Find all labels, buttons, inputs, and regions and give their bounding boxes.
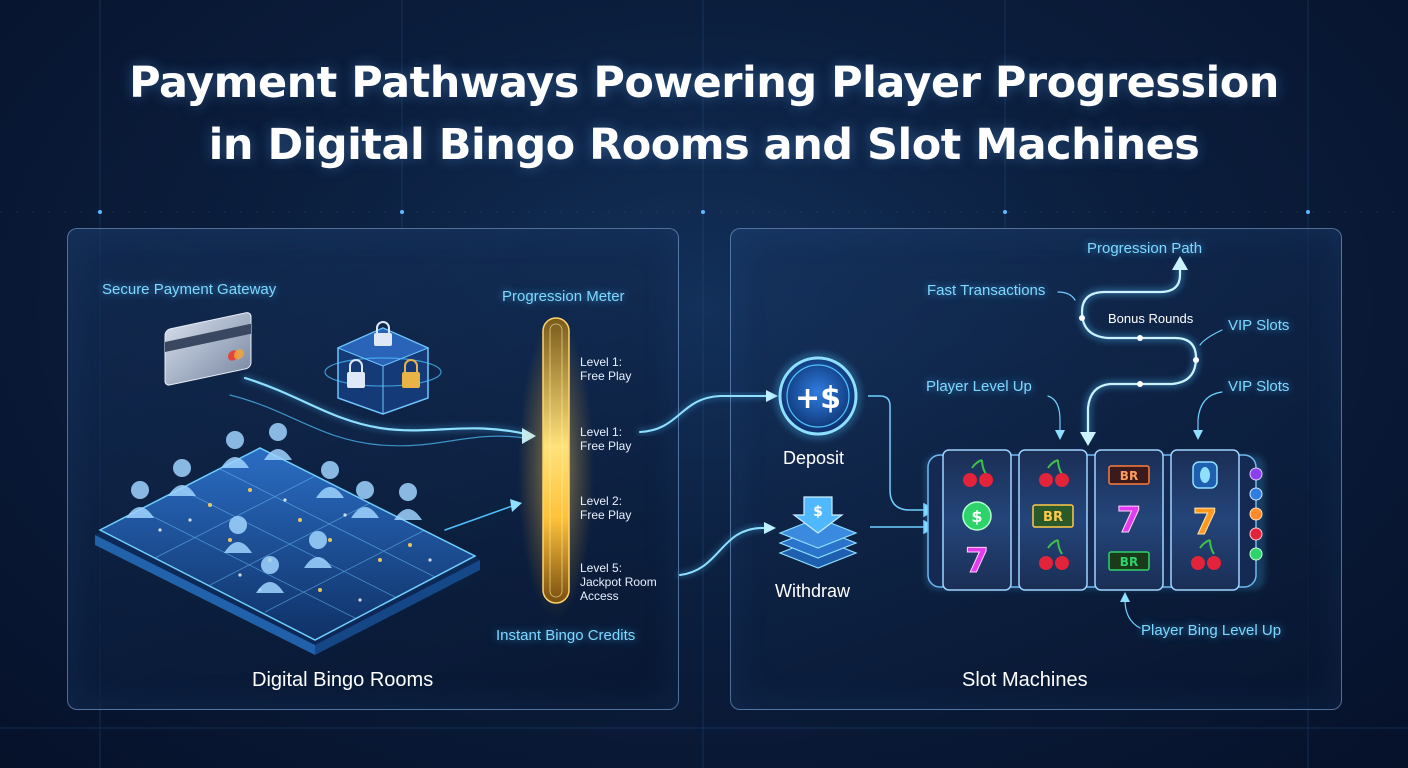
vip-slots-label-2: VIP Slots (1228, 378, 1290, 395)
svg-text:BR: BR (1043, 510, 1063, 525)
cherry-icon (963, 459, 993, 487)
secure-payment-gateway-label: Secure Payment Gateway (102, 281, 277, 298)
coin-plus-dollar-icon: +$ (774, 352, 862, 440)
svg-text:BR: BR (1120, 555, 1138, 569)
meter-level-1a: Level 1:Free Play (580, 355, 632, 383)
progression-path (1047, 256, 1223, 629)
title-line-1: Payment Pathways Powering Player Progres… (129, 58, 1279, 108)
svg-text:BR: BR (1120, 469, 1138, 483)
credit-card-icon (164, 312, 252, 386)
meter-level-1b: Level 1:Free Play (580, 425, 632, 453)
bar-icon: BR (1108, 465, 1150, 485)
bonus-rounds-label: Bonus Rounds (1108, 311, 1194, 326)
player-level-up-label: Player Level Up (926, 378, 1032, 395)
dollar-coin-icon: $ (962, 501, 992, 531)
vip-slots-label-1: VIP Slots (1228, 317, 1290, 334)
deposit-label: Deposit (783, 448, 845, 468)
padlock-cube-icon (324, 321, 442, 415)
progression-path-label: Progression Path (1087, 240, 1203, 257)
digital-bingo-rooms-title: Digital Bingo Rooms (252, 669, 434, 691)
slot-machines-title: Slot Machines (962, 669, 1088, 691)
seven-icon: 7 (1192, 502, 1217, 543)
bar-icon: BR (1032, 504, 1074, 528)
payment-streams-center (637, 390, 778, 578)
seven-icon: 7 (1116, 500, 1141, 541)
page-title: Payment Pathways Powering Player Progres… (0, 52, 1408, 176)
progression-meter-label: Progression Meter (502, 288, 625, 305)
slot-side-lights (1249, 467, 1263, 561)
stack-withdraw-icon: $ (778, 496, 858, 569)
fast-transactions-label: Fast Transactions (927, 282, 1046, 299)
bingo-room-board (95, 423, 480, 655)
cherry-icon (1039, 459, 1069, 487)
cherry-icon (1039, 539, 1069, 570)
deposit-symbol: +$ (795, 381, 841, 416)
withdraw-label: Withdraw (775, 581, 851, 601)
meter-level-2: Level 2:Free Play (580, 494, 632, 522)
instant-bingo-credits-label: Instant Bingo Credits (496, 627, 636, 644)
seven-icon: 7 (965, 541, 989, 581)
svg-text:$: $ (971, 507, 982, 526)
player-bing-level-up-label: Player Bing Level Up (1141, 622, 1282, 639)
cherry-icon (1191, 539, 1221, 570)
slot-gem-icon (1192, 461, 1218, 489)
bar-icon: BR (1108, 551, 1150, 571)
slot-machine: $ 7 BR BR 7 BR 7 (925, 449, 1265, 591)
withdraw-symbol: $ (813, 504, 823, 520)
progression-meter (518, 317, 594, 620)
title-line-2: in Digital Bingo Rooms and Slot Machines (208, 120, 1200, 170)
